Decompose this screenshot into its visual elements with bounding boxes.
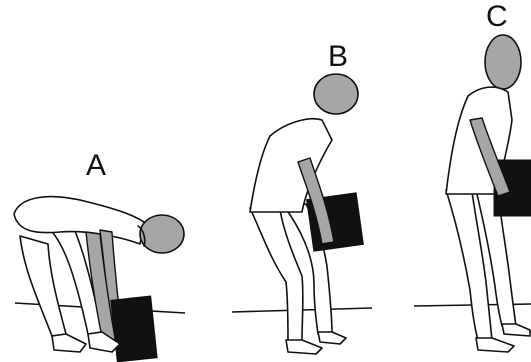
figure-a: A <box>14 149 185 362</box>
figure-a-back-shoe <box>52 334 86 352</box>
figure-c-back-shoe <box>476 338 514 352</box>
figure-c-label: C <box>486 0 508 33</box>
figure-a-head <box>140 215 184 253</box>
figure-a-box <box>111 296 157 362</box>
figure-c-head <box>485 35 521 89</box>
figure-c: C <box>414 0 531 352</box>
figure-a-torso <box>14 197 144 244</box>
figure-c-front-shoe <box>502 324 530 336</box>
figure-b: B <box>232 40 372 354</box>
figure-b-front-shoe <box>318 332 346 344</box>
figure-b-head <box>314 74 358 114</box>
figure-b-label: B <box>328 40 348 73</box>
figure-b-back-leg <box>250 208 303 342</box>
figure-a-back-leg <box>20 236 66 336</box>
figure-b-back-shoe <box>286 340 322 354</box>
figure-a-label: A <box>86 149 106 182</box>
